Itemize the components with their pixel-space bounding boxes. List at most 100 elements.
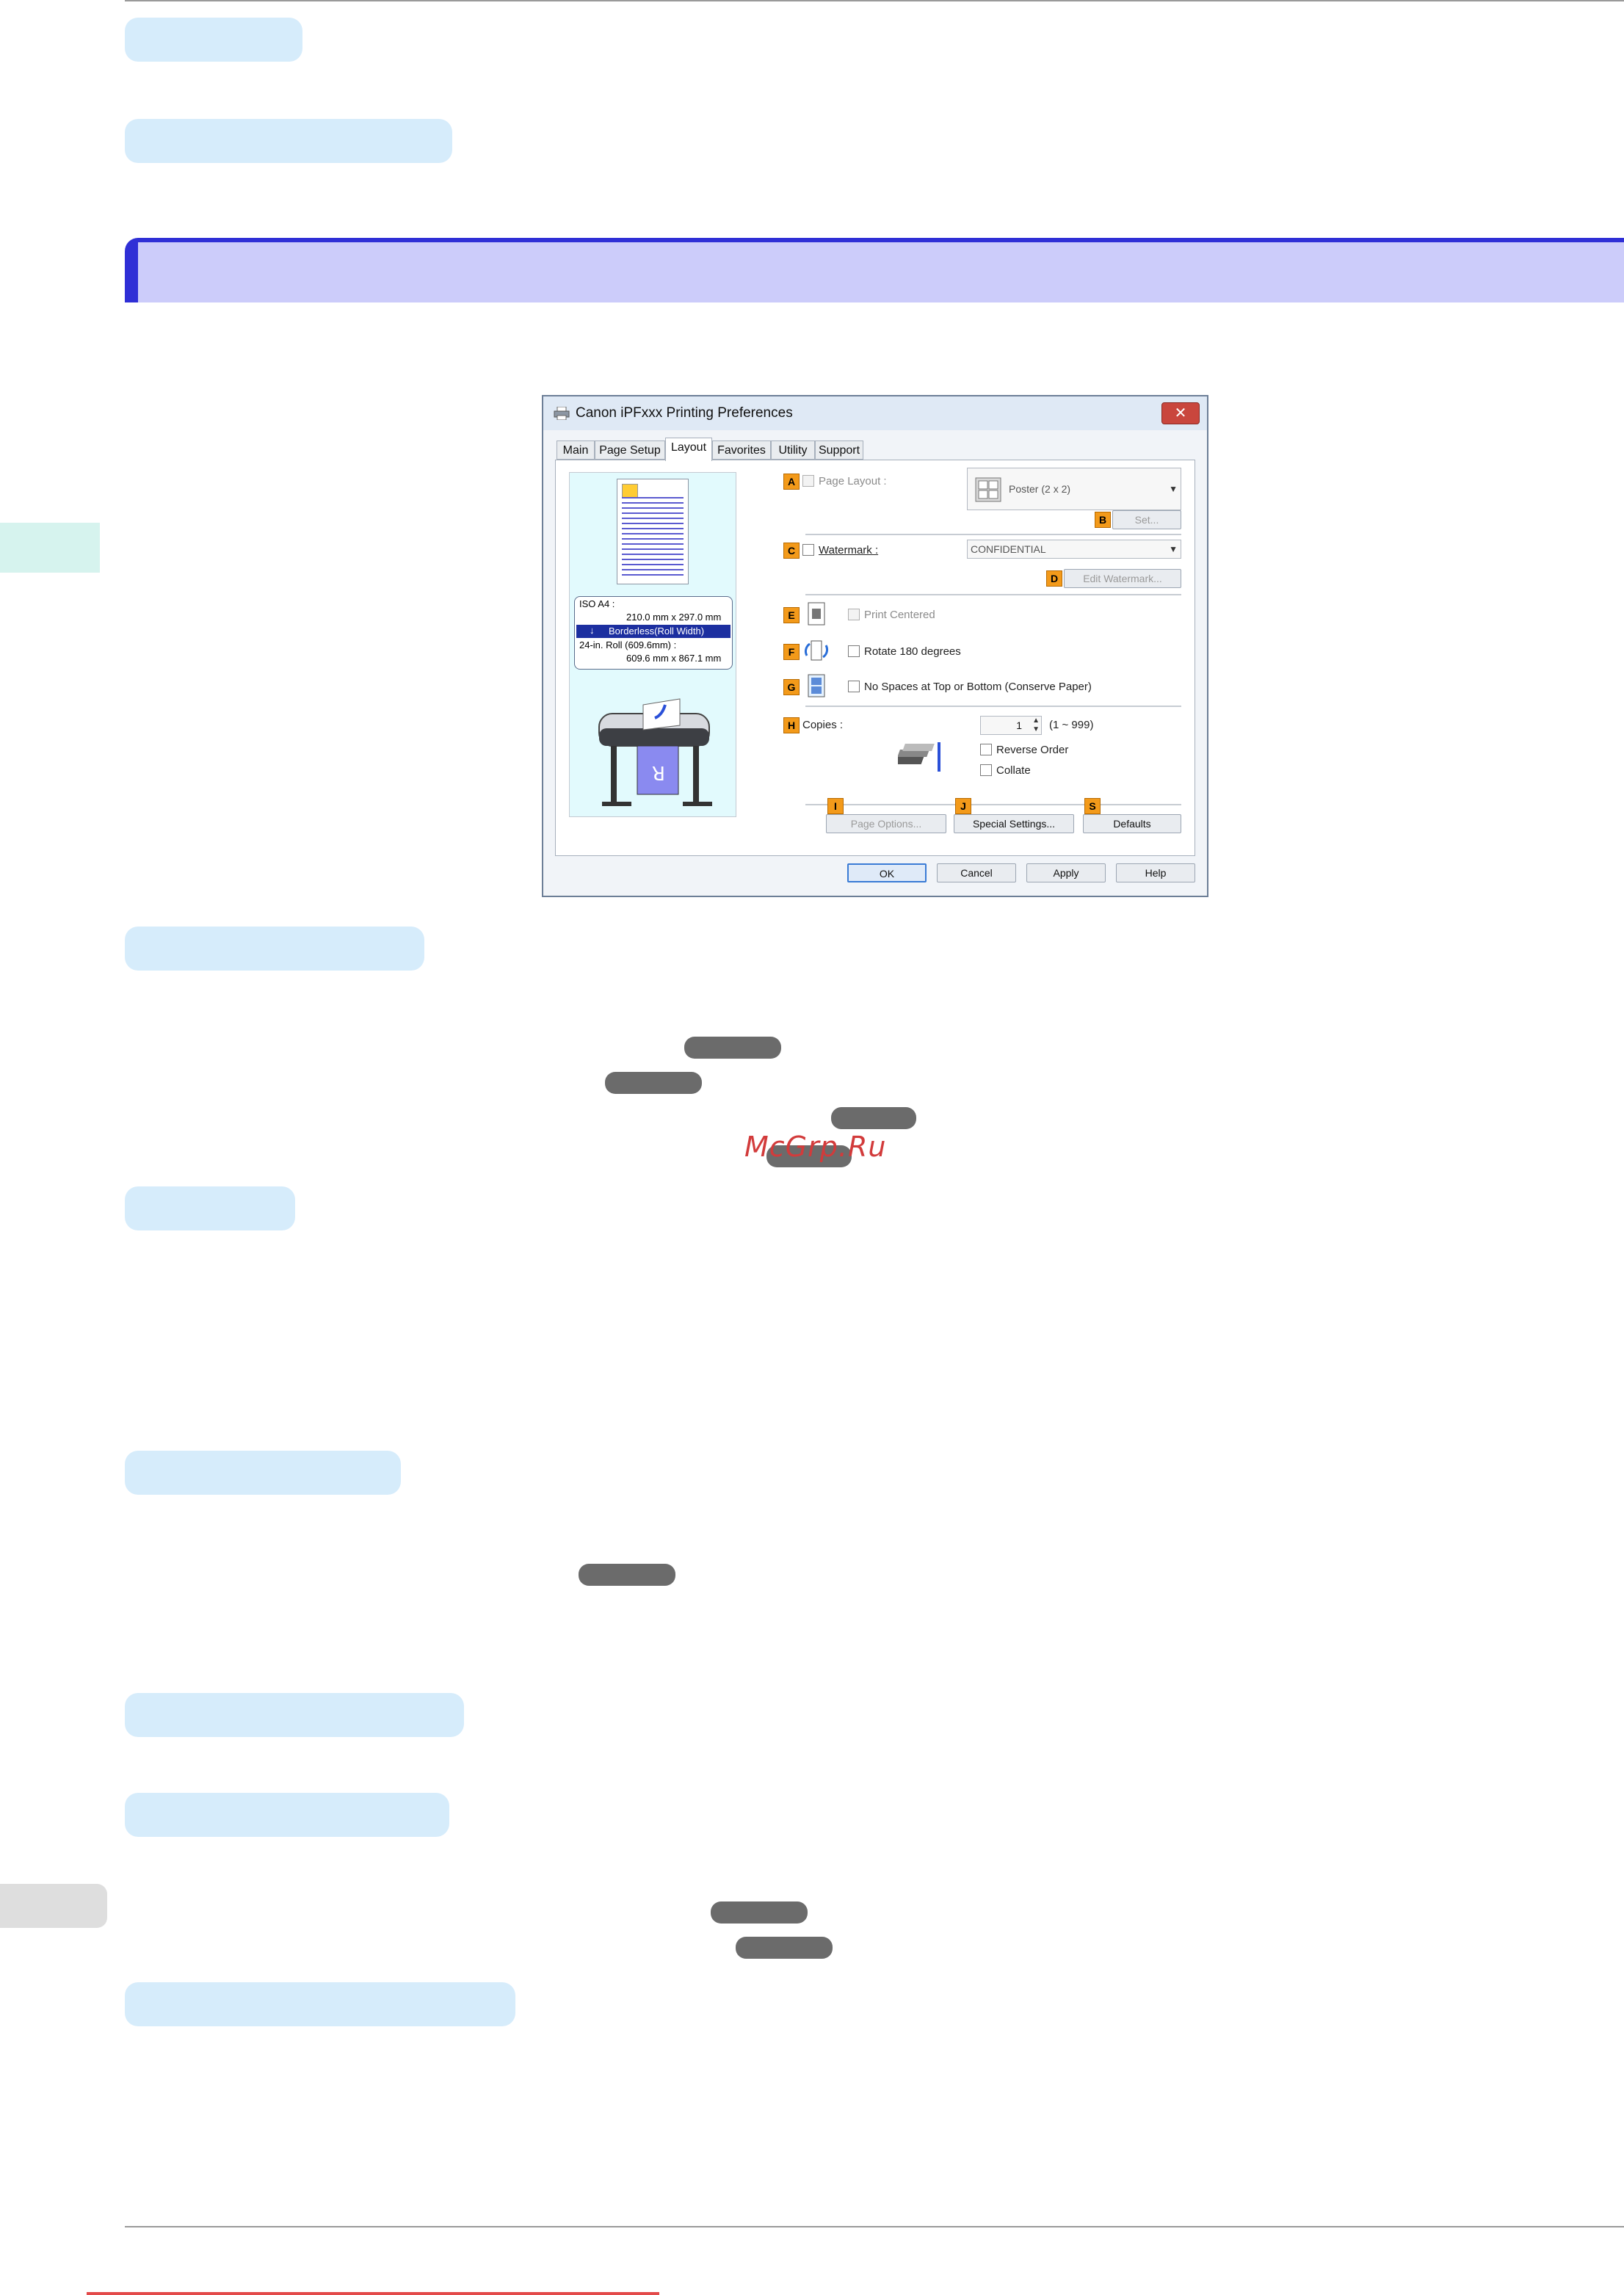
page-ref-marker-3[interactable] <box>831 1107 916 1129</box>
bottom-rule <box>125 2226 1624 2227</box>
borderless-highlight: ↓ Borderless(Roll Width) <box>576 625 731 638</box>
separator-2 <box>805 594 1181 595</box>
watermark-label: Watermark : <box>819 544 879 556</box>
page-ref-marker-2[interactable] <box>605 1072 702 1094</box>
apply-button[interactable]: Apply <box>1026 863 1106 882</box>
rotate-checkbox[interactable] <box>848 645 860 657</box>
page-layout-label: Page Layout : <box>819 475 887 487</box>
no-spaces-label: No Spaces at Top or Bottom (Conserve Pap… <box>864 681 1092 693</box>
rotate-label: Rotate 180 degrees <box>864 645 961 658</box>
collate-label: Collate <box>996 764 1031 777</box>
conserve-paper-icon <box>808 674 825 697</box>
set-button[interactable]: Set... <box>1112 510 1181 529</box>
size-line-1: ISO A4 : <box>579 598 615 609</box>
print-centered-checkbox[interactable] <box>848 609 860 620</box>
heading-pill-2 <box>125 119 452 163</box>
edit-watermark-button[interactable]: Edit Watermark... <box>1064 569 1181 588</box>
tab-support[interactable]: Support <box>815 440 863 460</box>
heading-pill-3 <box>125 927 424 971</box>
no-spaces-checkbox[interactable] <box>848 681 860 692</box>
size-line-2: 210.0 mm x 297.0 mm <box>626 612 722 623</box>
dialog-titlebar: Canon iPFxxx Printing Preferences ✕ <box>543 396 1207 430</box>
defaults-button[interactable]: Defaults <box>1083 814 1181 833</box>
badge-d: D <box>1046 570 1062 587</box>
print-centered-label: Print Centered <box>864 609 935 621</box>
badge-s: S <box>1084 798 1101 814</box>
svg-text:R: R <box>652 761 665 783</box>
section-banner <box>125 238 1624 302</box>
badge-b: B <box>1095 512 1111 528</box>
text-lines <box>622 497 684 578</box>
poster-layout-icon <box>975 477 1001 502</box>
separator-3 <box>805 706 1181 707</box>
page-ref-marker-6[interactable] <box>711 1901 808 1924</box>
page-ref-marker-1[interactable] <box>684 1037 781 1059</box>
tab-utility[interactable]: Utility <box>771 440 815 460</box>
page-ref-marker-5[interactable] <box>579 1564 675 1586</box>
reverse-order-checkbox[interactable] <box>980 744 992 755</box>
page-layout-select[interactable]: Poster (2 x 2) ▼ <box>967 468 1181 510</box>
badge-g: G <box>783 679 800 695</box>
reverse-order-label: Reverse Order <box>996 744 1069 756</box>
cancel-button[interactable]: Cancel <box>937 863 1016 882</box>
stepper-arrows-icon: ▲▼ <box>1032 717 1040 733</box>
separator-1 <box>805 534 1181 535</box>
arrow-down-icon: ↓ <box>590 625 595 636</box>
chevron-down-icon: ▼ <box>1169 484 1178 494</box>
collate-checkbox[interactable] <box>980 764 992 776</box>
badge-f: F <box>783 644 800 660</box>
page-ref-marker-7[interactable] <box>736 1937 833 1959</box>
page-preview <box>617 479 689 584</box>
dialog-title: Canon iPFxxx Printing Preferences <box>576 405 793 421</box>
tab-layout[interactable]: Layout <box>665 438 712 461</box>
separator-4 <box>805 804 1181 805</box>
heading-pill-8 <box>125 1982 515 2026</box>
layout-panel: ISO A4 : 210.0 mm x 297.0 mm ↓ Borderles… <box>555 460 1195 856</box>
rotate-icon <box>804 640 829 661</box>
site-watermark: McGrp.Ru <box>744 1131 887 1163</box>
help-button[interactable]: Help <box>1116 863 1195 882</box>
layout-preview: ISO A4 : 210.0 mm x 297.0 mm ↓ Borderles… <box>569 472 736 817</box>
copies-value: 1 <box>1016 719 1022 731</box>
copies-label: Copies : <box>802 719 844 731</box>
tab-page-setup[interactable]: Page Setup <box>595 440 665 460</box>
special-settings-button[interactable]: Special Settings... <box>954 814 1074 833</box>
heading-pill-6 <box>125 1693 464 1737</box>
heading-pill-5 <box>125 1451 401 1495</box>
stacked-copies-icon <box>898 742 940 772</box>
badge-h: H <box>783 717 800 733</box>
size-line-5: 609.6 mm x 867.1 mm <box>626 653 722 664</box>
top-rule <box>125 0 1624 1</box>
badge-i: I <box>827 798 844 814</box>
large-format-printer-icon: R <box>598 698 712 806</box>
paper-size-info: ISO A4 : 210.0 mm x 297.0 mm ↓ Borderles… <box>574 596 733 670</box>
page-ref-marker-4[interactable] <box>766 1145 852 1167</box>
chevron-down-icon: ▼ <box>1169 544 1178 554</box>
page-options-button[interactable]: Page Options... <box>826 814 946 833</box>
ok-button[interactable]: OK <box>847 863 927 882</box>
size-line-3: Borderless(Roll Width) <box>609 626 705 637</box>
badge-e: E <box>783 607 800 623</box>
printer-icon <box>554 407 570 420</box>
index-side-tab <box>0 1884 107 1928</box>
heading-pill-1 <box>125 18 302 62</box>
page-layout-value: Poster (2 x 2) <box>1009 483 1071 495</box>
tab-main[interactable]: Main <box>557 440 595 460</box>
size-line-4: 24-in. Roll (609.6mm) : <box>579 639 677 650</box>
watermark-value: CONFIDENTIAL <box>971 543 1046 555</box>
chapter-side-tab <box>0 523 100 573</box>
close-button[interactable]: ✕ <box>1161 402 1200 424</box>
badge-j: J <box>955 798 971 814</box>
copies-stepper[interactable]: 1 ▲▼ <box>980 716 1042 735</box>
tab-favorites[interactable]: Favorites <box>712 440 771 460</box>
image-thumbnail-icon <box>622 484 638 498</box>
red-footer-rule <box>87 2292 659 2295</box>
watermark-checkbox[interactable] <box>802 544 814 556</box>
copies-range: (1 ~ 999) <box>1049 719 1094 731</box>
printing-preferences-dialog: Canon iPFxxx Printing Preferences ✕ Main… <box>542 395 1208 897</box>
heading-pill-7 <box>125 1793 449 1837</box>
page-layout-checkbox[interactable] <box>802 475 814 487</box>
badge-a: A <box>783 474 800 490</box>
heading-pill-4 <box>125 1186 295 1230</box>
watermark-select[interactable]: CONFIDENTIAL ▼ <box>967 540 1181 559</box>
